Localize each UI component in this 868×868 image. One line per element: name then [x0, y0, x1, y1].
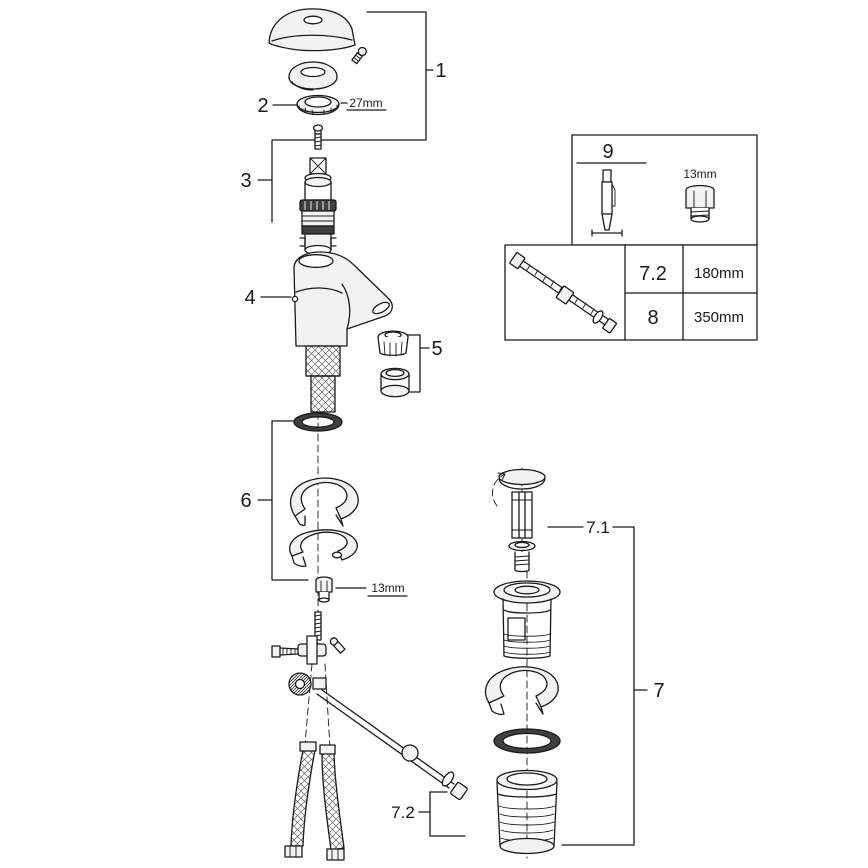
table-len-72: 180mm: [694, 265, 744, 282]
callout-72-lines: [418, 791, 466, 837]
service-box-9: 9 13mm: [571, 134, 758, 246]
part-cartridge: [299, 157, 337, 256]
callout-3: 3: [240, 170, 251, 192]
callout-7-lines: [561, 526, 648, 846]
part-drain-clamp: [484, 666, 559, 716]
callout-7-1: 7.1: [586, 518, 610, 537]
table-len-8: 350mm: [694, 309, 744, 326]
callout-6-lines: [257, 420, 309, 581]
part-threaded-pin: [314, 611, 322, 641]
callout-6: 6: [240, 490, 251, 512]
measurement-mounting-nut: 13mm: [371, 581, 404, 595]
part-drain-lower: [496, 769, 558, 855]
callout-1: 1: [435, 60, 446, 82]
lift-rod-drawing: [509, 252, 617, 334]
part-mounting-nut: [315, 576, 333, 603]
callout-4: 4: [244, 287, 255, 309]
table-ref-72: 7.2: [639, 263, 667, 285]
part-aerator-sleeve: [380, 367, 410, 398]
part-oring-base: [293, 412, 343, 432]
part-drain-oring: [493, 728, 561, 754]
part-mounting-clamp-upper: [290, 477, 359, 527]
part-rod-linkage: [271, 635, 468, 801]
handle-dome-cap: [288, 61, 338, 91]
service-tool: [591, 169, 623, 237]
part-cap-nut: [296, 94, 340, 116]
callout-2: 2: [257, 95, 268, 117]
table-ref-8: 8: [647, 307, 658, 329]
callout-5-lines: [406, 334, 430, 393]
mount-nut-leader: [335, 587, 408, 597]
callout-9: 9: [602, 141, 613, 163]
part-cartridge-screw: [312, 124, 324, 150]
part-supply-shank: [305, 345, 341, 413]
part-popup-plug: [491, 468, 546, 573]
callout-7: 7: [653, 680, 664, 702]
callout-7-2: 7.2: [391, 803, 415, 822]
callout-lines-1-3: [257, 11, 434, 223]
part-faucet-body: [291, 251, 393, 347]
part-lever-handle: [268, 8, 367, 91]
callout-2-lines: [272, 102, 387, 111]
measurement-cap-nut: 27mm: [349, 96, 382, 110]
handle-screw: [351, 46, 367, 65]
measurement-service-nut: 13mm: [683, 167, 716, 181]
parts-table-box: 7.2 180mm 8 350mm: [504, 244, 758, 341]
callout-5: 5: [431, 338, 442, 360]
part-flow-control: [377, 330, 409, 357]
part-mounting-clamp-lower: [289, 529, 358, 568]
part-supply-hoses: [284, 741, 345, 861]
part-drain-upper: [493, 580, 561, 659]
service-nut: [685, 184, 715, 223]
